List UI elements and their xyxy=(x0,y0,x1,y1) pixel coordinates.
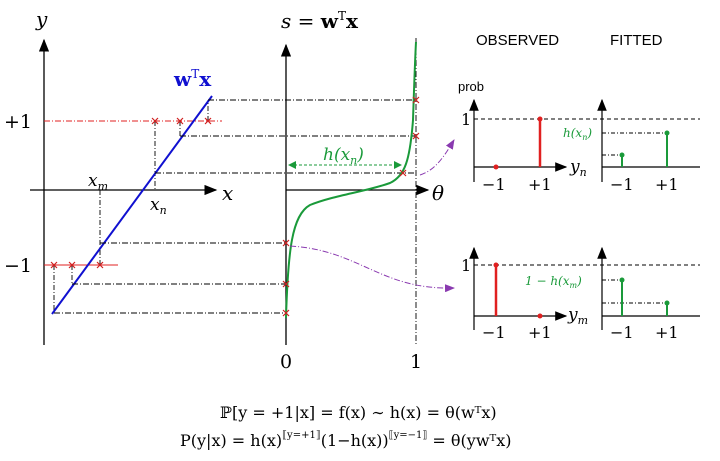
ym-label: ym xyxy=(567,305,588,327)
wtx-line xyxy=(51,95,213,315)
wtx-label-sup: T xyxy=(191,67,199,81)
xn-label-base: x xyxy=(150,195,160,215)
yn-label-sub: n xyxy=(580,166,587,179)
observed-bottom-plot: 1 −1 +1 ym xyxy=(461,246,700,342)
obs-bot-tick-minus1: −1 xyxy=(482,323,506,342)
minus1-drop-lines xyxy=(53,190,101,313)
projection-lines xyxy=(54,99,416,314)
middle-title-x: x xyxy=(346,9,359,33)
middle-tick-1: 1 xyxy=(410,351,422,373)
obs-top-tick-minus1: −1 xyxy=(482,175,506,194)
ym-label-sub: m xyxy=(578,314,588,327)
fit-bot-h-close: ) xyxy=(576,274,582,288)
xm-label: xm xyxy=(88,171,108,193)
fit-bot-dot-plus1 xyxy=(664,300,670,306)
fit-top-h-text: h(x xyxy=(563,126,582,140)
tick-plus1: +1 xyxy=(4,111,32,133)
middle-title-pre: s = xyxy=(281,9,321,33)
formula-2-sup-1: ⟦y=+1⟧ xyxy=(282,430,321,441)
yn-label: yn xyxy=(569,157,587,179)
xn-label: xn xyxy=(150,195,167,217)
middle-title: s = wTx xyxy=(281,9,359,33)
tick-minus1: −1 xyxy=(4,255,32,277)
fit-bot-dot-minus1 xyxy=(619,277,625,283)
fit-top-h-sub: n xyxy=(582,133,587,142)
sigmoid-markers xyxy=(282,96,420,317)
obs-bot-tick-plus1: +1 xyxy=(528,323,552,342)
sigmoid-curve xyxy=(285,41,417,319)
h-xn-sub: n xyxy=(350,154,357,167)
fit-top-dot-plus1 xyxy=(664,130,670,136)
fit-top-tick-minus1: −1 xyxy=(610,175,634,194)
fit-top-dot-minus1 xyxy=(619,152,625,158)
obs-bot-tick-1: 1 xyxy=(461,256,471,275)
fit-top-tick-plus1: +1 xyxy=(655,175,679,194)
prob-label: prob xyxy=(458,79,484,94)
ym-label-base: y xyxy=(567,305,578,325)
fitted-bottom-plot: 1 − h(xm) −1 +1 xyxy=(525,246,700,342)
formula-line-1: ℙ[y = +1|x] = f(x) ∼ h(x) = θ(wᵀx) xyxy=(220,403,497,422)
h-xn-label: h(xn) xyxy=(323,145,364,167)
formula-2-part-b: (1−h(x)) xyxy=(321,431,389,450)
left-x-label: x xyxy=(222,181,233,205)
fit-top-h-label: h(xn) xyxy=(563,126,592,142)
purple-arrow-top xyxy=(419,139,455,176)
purple-arrow-bottom xyxy=(289,245,455,293)
obs-top-dot-plus1 xyxy=(537,116,543,122)
minus1-markers xyxy=(50,261,104,269)
xm-label-sub: m xyxy=(98,180,108,193)
middle-title-w: w xyxy=(320,9,339,33)
fit-bot-tick-plus1: +1 xyxy=(655,323,679,342)
fitted-top-plot: h(xn) −1 +1 xyxy=(563,98,700,194)
fit-bot-h-label: 1 − h(xm) xyxy=(525,274,582,290)
fit-bot-h-sub: m xyxy=(570,281,578,290)
fitted-header: FITTED xyxy=(610,32,663,49)
h-xn-text: h(x xyxy=(323,145,351,165)
formula-2-part-a: P(y|x) = h(x) xyxy=(180,431,282,450)
formula-line-2: P(y|x) = h(x)⟦y=+1⟧(1−h(x))⟦y=−1⟧ = θ(yw… xyxy=(180,430,512,450)
plus1-markers xyxy=(151,117,212,125)
observed-header: OBSERVED xyxy=(476,32,559,49)
wtx-line-label: wTx xyxy=(173,67,212,91)
xm-label-base: x xyxy=(88,171,98,191)
obs-top-dot-minus1 xyxy=(493,164,499,170)
left-y-label: y xyxy=(35,7,48,31)
obs-top-tick-plus1: +1 xyxy=(528,175,552,194)
fit-top-h-close: ) xyxy=(586,126,592,140)
wtx-label-x: x xyxy=(199,67,212,91)
observed-top-plot: prob 1 −1 +1 yn xyxy=(458,79,700,194)
fit-bot-h-text: 1 − h(x xyxy=(525,274,570,288)
obs-bot-dot-plus1 xyxy=(537,313,543,319)
obs-top-tick-1: 1 xyxy=(461,110,471,129)
formula-2-part-c: = θ(ywᵀx) xyxy=(427,431,511,450)
theta-label: θ xyxy=(432,181,444,205)
middle-title-sup: T xyxy=(338,9,346,23)
h-xn-close: ) xyxy=(356,145,364,165)
obs-bot-dot-minus1 xyxy=(493,262,499,268)
formula-2-sup-2: ⟦y=−1⟧ xyxy=(389,430,428,441)
plus1-drop-lines xyxy=(154,100,209,190)
fit-bot-tick-minus1: −1 xyxy=(610,323,634,342)
yn-label-base: y xyxy=(569,157,580,177)
wtx-label-w: w xyxy=(173,67,192,91)
middle-tick-0: 0 xyxy=(280,351,292,373)
middle-plot: h(xn) s = wTx θ 0 1 xyxy=(280,9,444,373)
xn-label-sub: n xyxy=(160,204,167,217)
left-plot: y x +1 −1 wTx xm xn xyxy=(4,7,233,345)
